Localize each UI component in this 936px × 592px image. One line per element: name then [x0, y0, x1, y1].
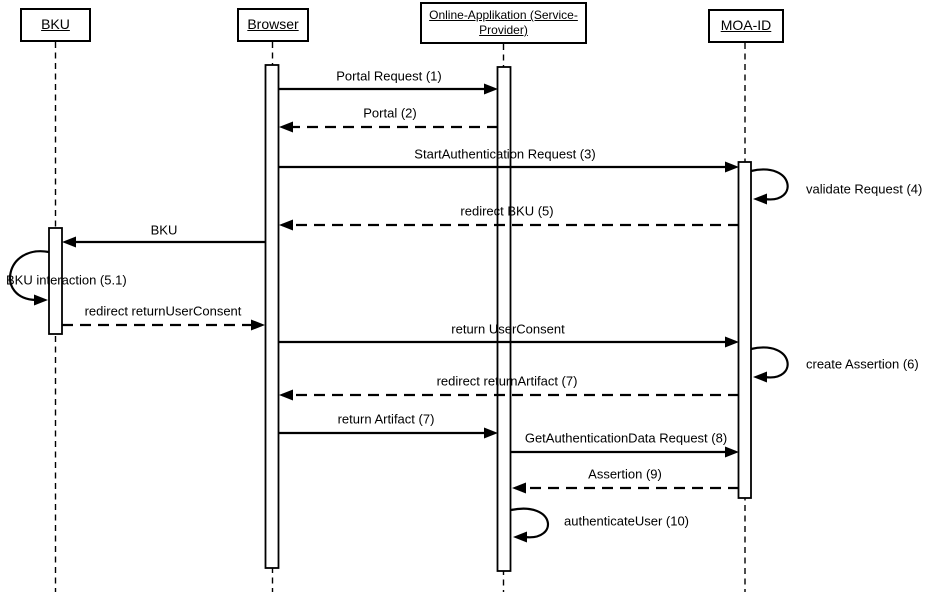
message-label-return-artifact: return Artifact (7) [337, 411, 435, 427]
message-label-authenticate-user: authenticateUser (10) [564, 513, 690, 529]
actor-box-browser: Browser [237, 8, 309, 42]
arrowhead-authenticate-user [513, 531, 527, 543]
arrowhead-redirect-return-artifact [279, 389, 293, 401]
message-label-create-assertion: create Assertion (6) [806, 356, 919, 372]
message-label-return-user-consent: return UserConsent [451, 321, 565, 337]
message-label-redirect-bku: redirect BKU (5) [460, 203, 554, 219]
message-label-redirect-return-artifact: redirect returnArtifact (7) [436, 373, 578, 389]
arrowhead-get-authentication-data-request [725, 446, 739, 458]
actor-box-moa-id: MOA-ID [708, 9, 784, 43]
actor-label-bku: BKU [41, 16, 70, 33]
arrowhead-redirect-return-user-consent [251, 319, 265, 331]
arrowhead-return-artifact [484, 427, 498, 439]
self-loop-authenticate-user [510, 507, 550, 539]
message-label-bku-interaction: BKU interaction (5.1) [6, 272, 127, 288]
message-label-validate-request: validate Request (4) [806, 181, 923, 197]
self-loop-validate-request [750, 168, 789, 201]
activation-bar-online-app [496, 66, 512, 572]
actor-label-browser: Browser [247, 16, 299, 33]
actor-box-bku: BKU [20, 8, 91, 42]
message-label-start-authentication-request: StartAuthentication Request (3) [414, 146, 596, 162]
message-label-portal-request: Portal Request (1) [336, 68, 442, 84]
arrowhead-portal [279, 121, 293, 133]
arrowhead-portal-request [484, 83, 498, 95]
arrowhead-bku-interaction [34, 294, 48, 306]
activation-bar-moa-id [737, 161, 752, 499]
arrowhead-start-authentication-request [725, 161, 739, 173]
actor-label-online-app: Online-Applikation (Service-Provider) [429, 8, 578, 37]
arrowhead-return-user-consent [725, 336, 739, 348]
actor-box-online-app: Online-Applikation (Service-Provider) [420, 2, 587, 44]
message-label-bku: BKU [150, 222, 178, 238]
actor-label-moa-id: MOA-ID [720, 17, 772, 34]
message-label-portal: Portal (2) [363, 105, 417, 121]
arrowhead-assertion [512, 482, 526, 494]
arrowhead-redirect-bku [279, 219, 293, 231]
message-label-get-authentication-data-request: GetAuthenticationData Request (8) [524, 430, 728, 446]
self-loop-create-assertion [750, 346, 789, 379]
arrowhead-bku [62, 236, 76, 248]
self-loop-bku-interaction [8, 250, 50, 302]
message-label-redirect-return-user-consent: redirect returnUserConsent [84, 303, 242, 319]
activation-bar-browser [264, 64, 280, 569]
arrowhead-validate-request [753, 193, 767, 205]
message-label-assertion: Assertion (9) [588, 466, 662, 482]
activation-bar-bku [48, 227, 63, 335]
arrowhead-create-assertion [753, 371, 767, 383]
